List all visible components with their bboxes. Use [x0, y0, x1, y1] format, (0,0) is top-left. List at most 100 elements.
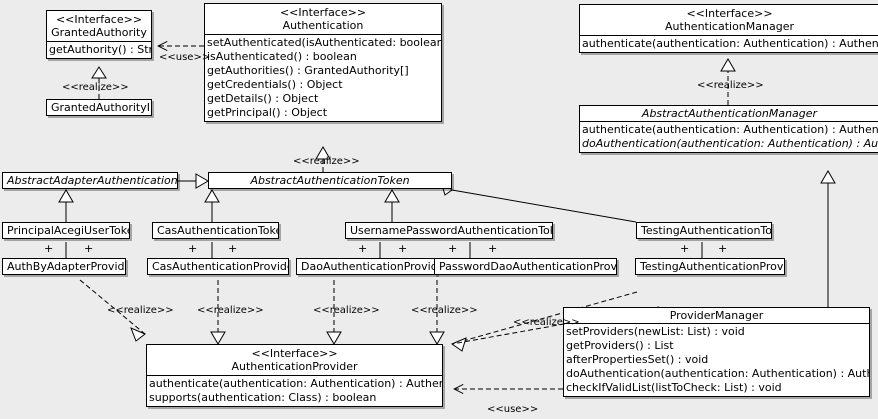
operation-row: doAuthentication(authentication: Authent… [566, 367, 869, 380]
operation-row: getProviders() : List [566, 339, 674, 352]
operations-compartment: getAuthority() : String [47, 42, 151, 58]
class-name-label: AbstractAuthenticationManager [641, 107, 818, 120]
operation-row: getCredentials() : Object [207, 78, 343, 91]
class-box-cas-authentication-provider[interactable]: CasAuthenticationProvider [147, 258, 289, 275]
operation-row: afterPropertiesSet() : void [566, 353, 709, 366]
compartment-divider [580, 35, 878, 36]
edge-label-realize-abstract-auth-manager: <<realize>> [697, 80, 764, 91]
class-box-abstract-authentication-token[interactable]: AbstractAuthenticationToken [208, 172, 452, 189]
class-box-abstract-adapter-authentication-token[interactable]: AbstractAdapterAuthenticationToken [2, 172, 178, 189]
class-name-label: GrantedAuthority [51, 26, 147, 39]
edge-label-realize-abstract-auth-token: <<realize>> [293, 156, 360, 167]
operation-row: doAuthentication(authentication: Authent… [582, 137, 878, 150]
stereotype-label: <<Interface>> [55, 13, 143, 26]
class-name-label: TestingAuthenticationToken [641, 224, 772, 237]
edge-label-realize-password-dao-provider: <<realize>> [411, 305, 478, 316]
operation-row: getDetails() : Object [207, 92, 319, 105]
assoc-plus-marker: + [44, 242, 54, 255]
class-box-authentication-manager[interactable]: <<Interface>> AuthenticationManager auth… [579, 4, 878, 53]
class-box-testing-authentication-token[interactable]: TestingAuthenticationToken [636, 222, 772, 239]
class-name-label: TestingAuthenticationProvider [640, 260, 784, 273]
class-header-granted-authority: <<Interface>> GrantedAuthority [47, 11, 151, 41]
class-box-granted-authority-impl[interactable]: GrantedAuthorityImpl [46, 99, 152, 116]
class-header-abstract-authentication-manager: AbstractAuthenticationManager [580, 106, 878, 121]
class-header-abstract-authentication-token: AbstractAuthenticationToken [209, 173, 451, 188]
edge-usernamepasswordtoken-extends-abstractauthenticationtoken [384, 189, 400, 222]
assoc-plus-marker: + [488, 242, 498, 255]
edge-label-use-granted-authority: <<use>> [159, 52, 211, 63]
compartment-divider [580, 121, 878, 122]
class-name-label: GrantedAuthorityImpl [51, 101, 151, 114]
assoc-plus-marker: + [84, 242, 94, 255]
edge-abstractadaptertoken-extends-abstractauthenticationtoken [178, 173, 209, 189]
class-box-username-password-authentication-token[interactable]: UsernamePasswordAuthenticationToken [345, 222, 553, 239]
edge-label-realize-dao-provider: <<realize>> [313, 305, 380, 316]
class-name-label: PasswordDaoAuthenticationProvider [439, 260, 617, 273]
edge-principalacegiusertoken-extends-abstractadaptertoken [58, 189, 74, 222]
class-name-label: CasAuthenticationToken [157, 224, 279, 237]
class-box-authentication[interactable]: <<Interface>> Authentication setAuthenti… [204, 3, 442, 122]
class-name-label: PrincipalAcegiUserToken [7, 224, 130, 237]
operations-compartment: authenticate(authentication: Authenticat… [147, 376, 442, 406]
class-header-abstract-adapter-authentication-token: AbstractAdapterAuthenticationToken [3, 173, 177, 188]
class-name-label: UsernamePasswordAuthenticationToken [350, 224, 553, 237]
operation-row: authenticate(authentication: Authenticat… [582, 37, 878, 50]
class-name-label: ProviderManager [669, 309, 764, 322]
class-name-label: AuthByAdapterProvider [7, 260, 126, 273]
operations-compartment: authenticate(authentication: Authenticat… [580, 36, 878, 52]
operation-row: isAuthenticated() : boolean [207, 50, 357, 63]
assoc-plus-marker: + [228, 242, 238, 255]
class-header-cas-authentication-token: CasAuthenticationToken [153, 223, 278, 238]
class-header-granted-authority-impl: GrantedAuthorityImpl [47, 100, 151, 115]
class-box-auth-by-adapter-provider[interactable]: AuthByAdapterProvider [2, 258, 126, 275]
class-name-label: AbstractAuthenticationToken [250, 174, 410, 187]
class-header-authentication-manager: <<Interface>> AuthenticationManager [580, 5, 878, 35]
edge-casauthenticationtoken-extends-abstractauthenticationtoken [204, 189, 220, 222]
class-header-provider-manager: ProviderManager [564, 308, 869, 323]
class-name-label: AuthenticationProvider [231, 360, 358, 373]
class-header-testing-authentication-provider: TestingAuthenticationProvider [636, 259, 784, 274]
stereotype-label: <<Interface>> [686, 7, 773, 20]
operation-row: getPrincipal() : Object [207, 106, 328, 119]
class-box-cas-authentication-token[interactable]: CasAuthenticationToken [152, 222, 279, 239]
assoc-plus-marker: + [718, 242, 728, 255]
class-box-authentication-provider[interactable]: <<Interface>> AuthenticationProvider aut… [146, 344, 443, 407]
class-box-testing-authentication-provider[interactable]: TestingAuthenticationProvider [635, 258, 785, 275]
class-box-dao-authentication-provider[interactable]: DaoAuthenticationProvider [296, 258, 437, 275]
class-header-authentication: <<Interface>> Authentication [205, 4, 441, 34]
operation-row: authenticate(authentication: Authenticat… [149, 377, 442, 390]
operation-row: getAuthorities() : GrantedAuthority[] [207, 64, 409, 77]
operations-compartment: authenticate(authentication: Authenticat… [580, 122, 878, 152]
class-name-label: AbstractAdapterAuthenticationToken [7, 174, 178, 187]
class-box-granted-authority[interactable]: <<Interface>> GrantedAuthority getAuthor… [46, 10, 152, 59]
edge-label-realize-cas-provider: <<realize>> [197, 305, 264, 316]
edge-label-realize-testing-provider: <<realize>> [513, 317, 580, 328]
class-box-principal-acegi-user-token[interactable]: PrincipalAcegiUserToken [2, 222, 130, 239]
class-box-abstract-authentication-manager[interactable]: AbstractAuthenticationManager authentica… [579, 105, 878, 153]
operation-row: setAuthenticated(isAuthenticated: boolea… [207, 36, 441, 49]
assoc-plus-marker: + [188, 242, 198, 255]
stereotype-label: <<Interface>> [251, 347, 338, 360]
class-name-label: Authentication [282, 19, 364, 32]
edge-testingauthenticationtoken-extends-abstractauthenticationtoken [440, 180, 637, 223]
class-box-provider-manager[interactable]: ProviderManager setProviders(newList: Li… [563, 307, 870, 397]
class-box-password-dao-authentication-provider[interactable]: PasswordDaoAuthenticationProvider [434, 258, 617, 275]
assoc-plus-marker: + [448, 242, 458, 255]
operation-row: getAuthority() : String [49, 43, 152, 56]
compartment-divider [564, 323, 869, 324]
edge-label-realize-auth-by-adapter: <<realize>> [107, 305, 174, 316]
edge-providermanager-extends-abstractauthenticationmanager [820, 170, 836, 307]
stereotype-label: <<Interface>> [279, 6, 367, 19]
class-header-dao-authentication-provider: DaoAuthenticationProvider [297, 259, 436, 274]
class-header-password-dao-authentication-provider: PasswordDaoAuthenticationProvider [435, 259, 616, 274]
assoc-plus-marker: + [358, 242, 368, 255]
class-name-label: AuthenticationManager [665, 20, 794, 33]
class-header-username-password-authentication-token: UsernamePasswordAuthenticationToken [346, 223, 552, 238]
assoc-plus-marker: + [398, 242, 408, 255]
class-name-label: DaoAuthenticationProvider [301, 260, 437, 273]
compartment-divider [47, 41, 151, 42]
class-header-auth-by-adapter-provider: AuthByAdapterProvider [3, 259, 125, 274]
operation-row: checkIfValidList(listToCheck: List) : vo… [566, 381, 782, 394]
compartment-divider [205, 34, 441, 35]
